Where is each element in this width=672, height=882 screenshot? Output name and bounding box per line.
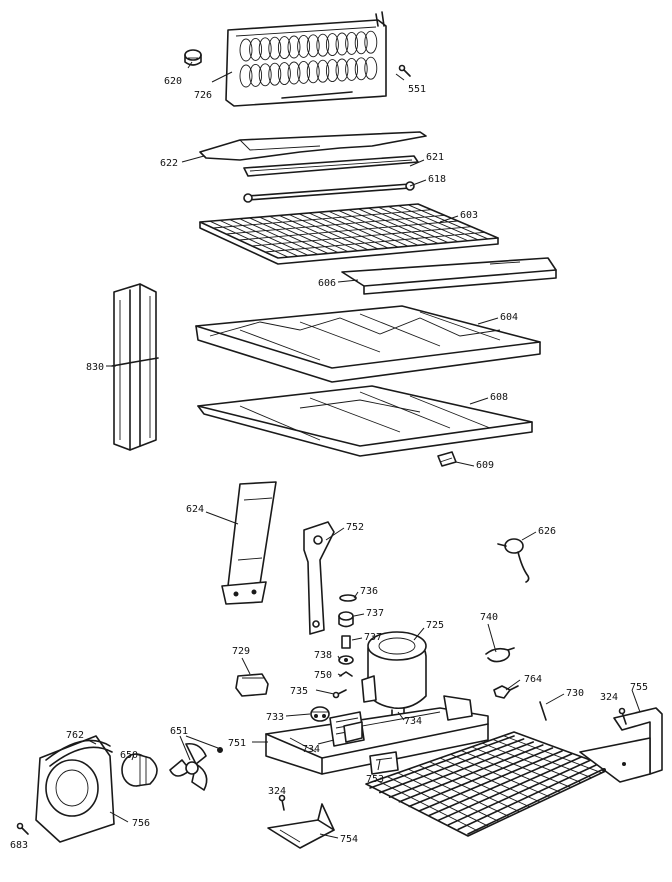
wedge-part [267,803,335,849]
knob-part [184,49,202,66]
label-726: 726 [194,90,212,101]
label-621: 621 [426,152,444,163]
grommet-stack [338,594,357,677]
label-737a: 737 [366,608,384,619]
label-734b: 734 [302,744,320,755]
label-324a: 324 [600,692,618,703]
label-622: 622 [160,158,178,169]
leader-lines [87,61,641,839]
drip-pan [197,385,533,457]
label-752: 752 [346,522,364,533]
label-756: 756 [132,818,150,829]
label-608: 608 [490,392,508,403]
screw-324-bottom [278,794,286,811]
label-751: 751 [228,738,246,749]
label-729: 729 [232,646,250,657]
rod-part [243,181,415,203]
wire-shelf [199,203,499,265]
compressor [361,631,427,721]
label-736: 736 [360,586,378,597]
tube-clamp [493,685,519,699]
label-762: 762 [66,730,84,741]
label-830: 830 [86,362,104,373]
label-764: 764 [524,674,542,685]
label-737b: 737 [364,632,382,643]
vertical-channel [111,283,159,451]
label-551: 551 [408,84,426,95]
screw-324-top [618,707,627,725]
condenser-coil-panel [225,11,387,107]
label-753: 753 [366,774,384,785]
air-duct [221,481,277,605]
overload-protector [310,706,330,722]
compressor-base [265,695,489,775]
relay-part [235,673,269,697]
crisper-pan [195,305,541,383]
screw-683 [16,822,29,835]
label-740: 740 [480,612,498,623]
condenser-coil [365,701,613,837]
label-604: 604 [500,312,518,323]
screw-part-735 [332,689,347,699]
base-bracket [369,751,399,775]
label-754: 754 [340,834,358,845]
compressor-bracket [303,521,335,635]
part-number-labels: 551 620 726 622 621 618 603 606 604 830 … [10,76,648,851]
spring-clip [485,647,515,663]
label-733: 733 [266,712,284,723]
label-755: 755 [630,682,648,693]
pan-clip [437,451,457,467]
screw-part [398,64,411,77]
shelf-bracket [199,131,427,161]
label-738: 738 [314,650,332,661]
label-735: 735 [290,686,308,697]
label-683: 683 [10,840,28,851]
label-606: 606 [318,278,336,289]
fan-blade [169,742,223,791]
label-624: 624 [186,504,204,515]
label-324b: 324 [268,786,286,797]
label-725: 725 [426,620,444,631]
label-603: 603 [460,210,478,221]
label-620: 620 [164,76,182,87]
label-651: 651 [170,726,188,737]
label-734a: 734 [404,716,422,727]
label-730: 730 [566,688,584,699]
fan-shroud [35,735,115,843]
label-626: 626 [538,526,556,537]
thermostat-part [497,538,530,583]
crisper-cover [341,257,557,295]
rail-part [243,155,419,177]
label-618: 618 [428,174,446,185]
fan-motor [121,753,158,787]
label-609: 609 [476,460,494,471]
label-750: 750 [314,670,332,681]
label-650: 650 [120,750,138,761]
